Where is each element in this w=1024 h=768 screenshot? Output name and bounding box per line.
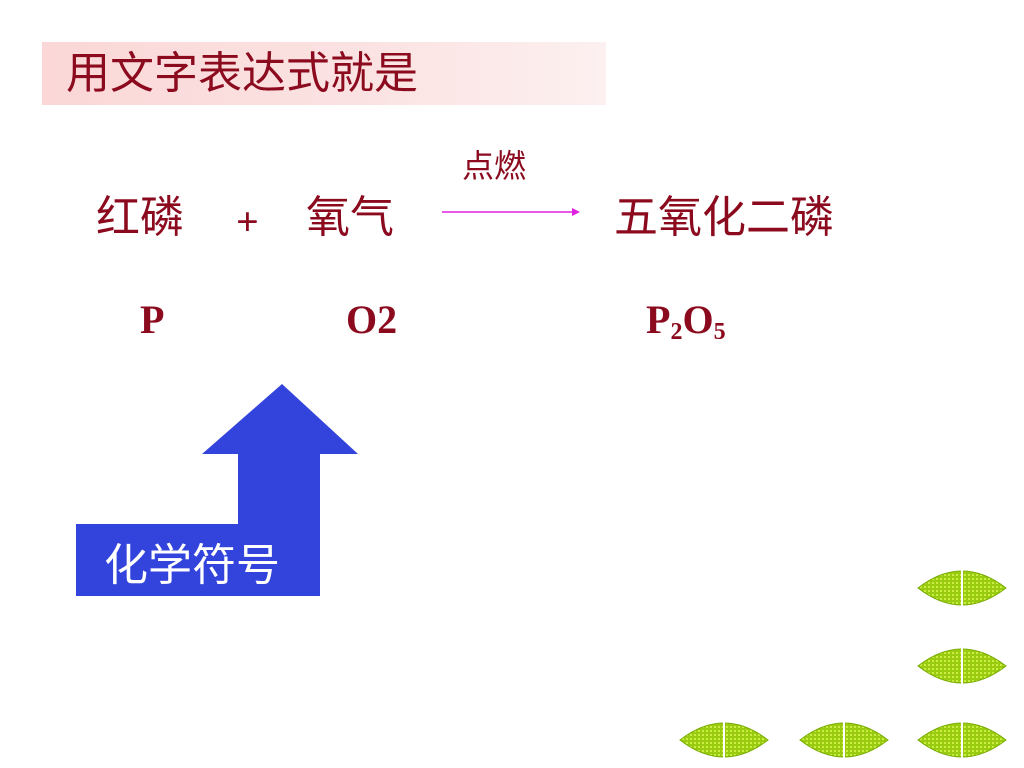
up-arrow-icon xyxy=(76,384,358,596)
leaf-nav-icon[interactable] xyxy=(916,714,1008,766)
phosphorus-symbol: P xyxy=(140,297,165,342)
slide-title: 用文字表达式就是 xyxy=(66,48,418,99)
product-element-1: P xyxy=(646,297,671,342)
right-arrow-icon xyxy=(442,208,580,216)
leaf-nav-icon[interactable] xyxy=(798,714,890,766)
oxygen-symbol: O xyxy=(346,297,378,342)
reaction-condition: 点燃 xyxy=(462,147,527,185)
product-element-2: O xyxy=(682,297,714,342)
leaf-nav-icon[interactable] xyxy=(678,714,770,766)
product-formula: P2O5 xyxy=(646,296,726,356)
oxygen-count: 2 xyxy=(377,297,398,342)
product-word: 五氧化二磷 xyxy=(614,192,834,243)
reactant-2-formula: O2 xyxy=(346,296,397,344)
leaf-nav-icon[interactable] xyxy=(916,640,1008,692)
product-subscript-2: 5 xyxy=(713,319,726,345)
title-bar xyxy=(42,42,606,105)
chemical-symbol-label: 化学符号 xyxy=(104,540,280,591)
product-subscript-1: 2 xyxy=(670,319,683,345)
plus-sign: + xyxy=(236,199,259,244)
leaf-nav-icon[interactable] xyxy=(916,562,1008,614)
reactant-2-word: 氧气 xyxy=(306,192,394,243)
reactant-1-word: 红磷 xyxy=(96,192,184,243)
reactant-1-formula: P xyxy=(140,296,164,344)
